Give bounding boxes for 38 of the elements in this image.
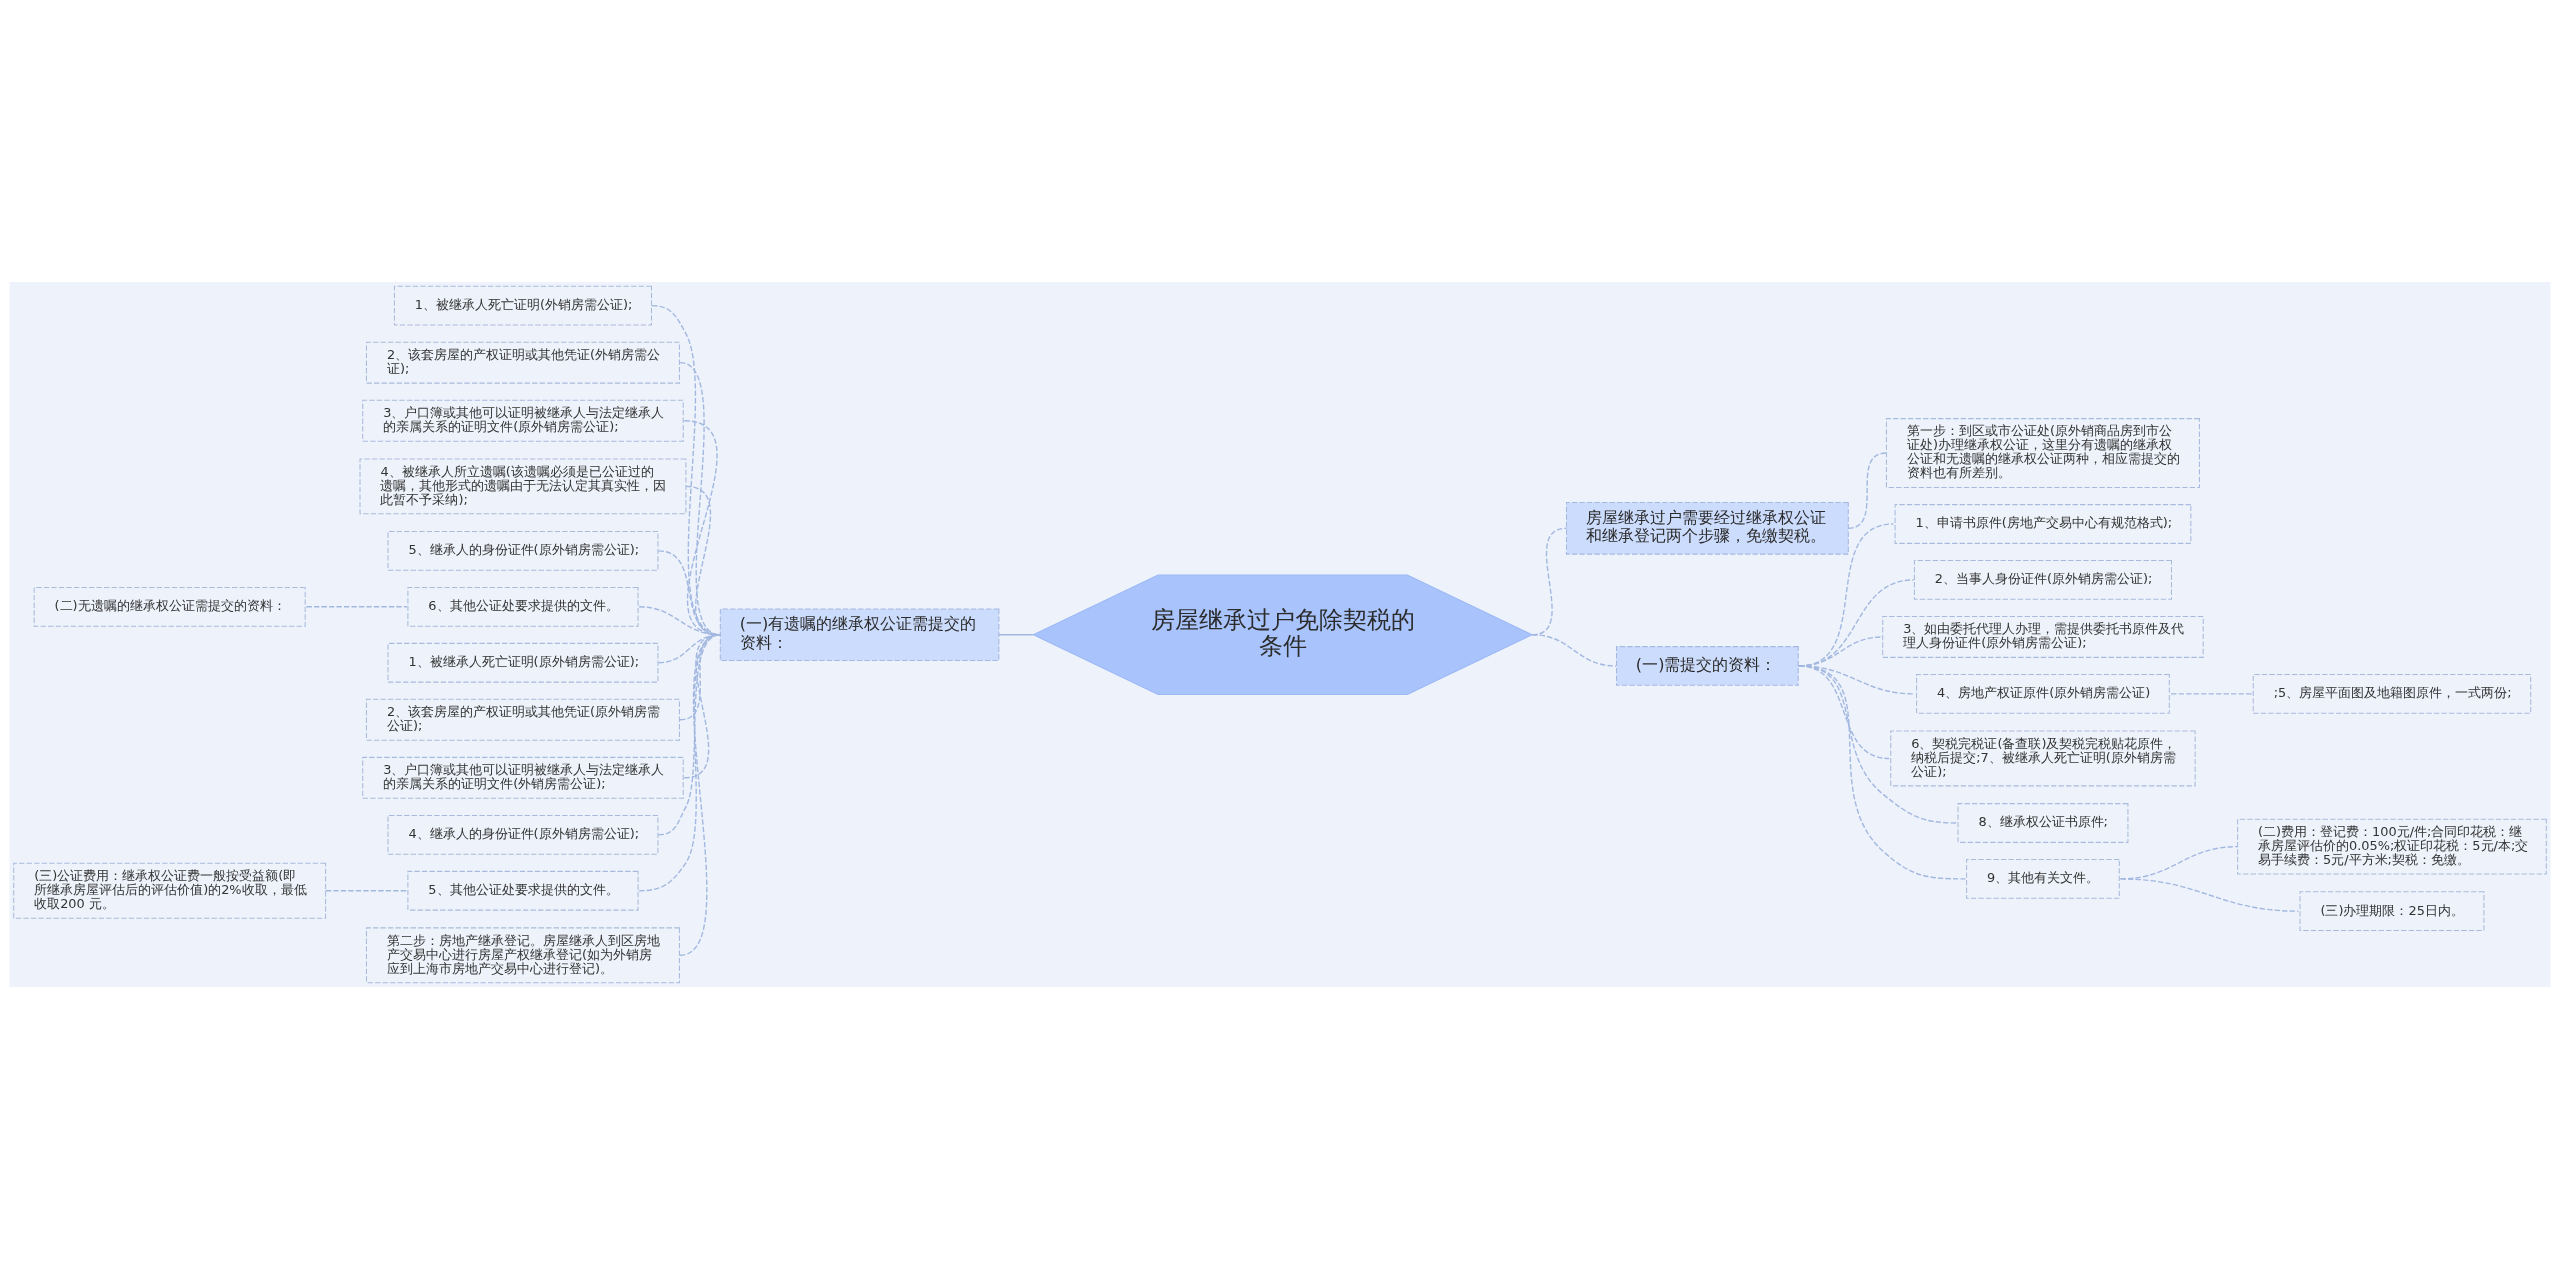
connector [1847,452,1887,529]
node-box: 5、其他公证处要求提供的文件。 [407,870,639,911]
node-box: 6、其他公证处要求提供的文件。 [407,586,639,627]
node-box: 3、户口簿或其他可以证明被继承人与法定继承人的亲属关系的证明文件(外销房需公证); [362,756,684,799]
node-box: 1、被继承人死亡证明(外销房需公证); [393,285,653,326]
node-box: 第二步：房地产继承登记。房屋继承人到区房地产交易中心进行房屋产权继承登记(如为外销房应到上海市房地产交易中心进行登记)。 [365,927,680,984]
node-box: 4、房地产权证原件(原外销房需公证) [1916,674,2170,714]
connector [998,634,1034,636]
node-box: 5、继承人的身份证件(原外销房需公证); [387,531,659,571]
node-box: (三)办理期限：25日内。 [2299,891,2485,932]
node-box: 9、其他有关文件。 [1966,859,2120,899]
node-box: 2、该套房屋的产权证明或其他凭证(外销房需公证); [365,341,680,384]
node-box: 4、被继承人所立遗嘱(该遗嘱必须是已公证过的遗嘱，其他形式的遗嘱由于无法认定其真实性，因此暂不予采纳); [359,458,687,515]
node-box: (二)费用：登记费：100元/件;合同印花税：继承房屋评估价的0.05%;权证印花税：5元/本;交易手续费：5元/平方米;契税：免缴。 [2237,818,2547,875]
connector [2170,693,2253,695]
node-box: 房屋继承过户需要经过继承权公证和继承登记两个步骤，免缴契税。 [1565,501,1849,555]
node-box: 8、继承权公证书原件; [1957,803,2129,843]
connector [305,606,408,608]
node-box: 2、该套房屋的产权证明或其他凭证(原外销房需公证); [365,698,680,741]
node-box: 第一步：到区或市公证处(原外销商品房到市公证处)办理继承权公证，这里分有遗嘱的继承权公证和无遗嘱的继承权公证两种，相应需提交的资料也有所差别。 [1885,418,2200,488]
node-box: 6、契税完税证(备查联)及契税完税贴花原件，纳税后提交;7、被继承人死亡证明(原外销房需公证); [1890,730,2196,787]
node-box: (三)公证费用：继承权公证费一般按受益额(即所继承房屋评估后的评估价值)的2%收取，最低收取200 元。 [13,862,327,919]
node-box: 3、如由委托代理人办理，需提供委托书原件及代理人身份证件(原外销房需公证); [1882,615,2204,658]
node-box: (一)需提交的资料： [1615,646,1799,686]
node-box: (二)无遗嘱的继承权公证需提交的资料： [33,586,306,627]
connector [638,634,722,892]
node-box: 2、当事人身份证件(原外销房需公证); [1913,560,2172,600]
connector [679,634,722,956]
connector [1798,665,1967,880]
node-box: 4、继承人的身份证件(原外销房需公证); [387,814,659,855]
node-box: 1、被继承人死亡证明(原外销房需公证); [387,642,659,683]
connector [324,890,408,892]
connector [2119,878,2300,912]
connector [1531,634,1617,667]
node-box: ;5、房屋平面图及地籍图原件，一式两份; [2252,674,2532,714]
node-box: 1、申请书原件(房地产交易中心有规范格式); [1894,504,2192,544]
node-box: (一)有遗嘱的继承权公证需提交的资料： [719,608,1000,662]
node-box: 3、户口簿或其他可以证明被继承人与法定继承人的亲属关系的证明文件(原外销房需公证); [362,399,684,442]
